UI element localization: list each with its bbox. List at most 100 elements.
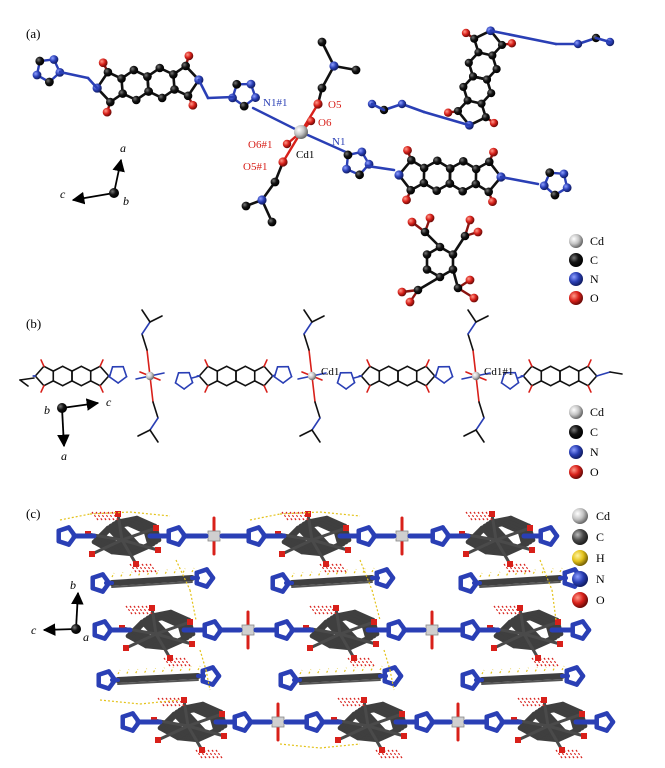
hydrogen-bond xyxy=(515,563,523,573)
hydrogen-bond xyxy=(103,511,111,521)
oxygen-stick xyxy=(579,711,585,717)
bond xyxy=(494,538,512,566)
bond xyxy=(489,29,558,46)
bond xyxy=(159,615,183,629)
oxygen-stick xyxy=(541,697,547,703)
bond xyxy=(349,611,373,625)
bond xyxy=(149,315,163,323)
bond xyxy=(345,381,356,390)
bond xyxy=(186,724,204,752)
bond xyxy=(522,632,562,646)
hydrogen-bond xyxy=(499,668,503,674)
hydrogen-bond xyxy=(547,657,555,667)
hydrogen-bond xyxy=(191,567,195,573)
bond xyxy=(122,365,128,378)
bond xyxy=(522,620,560,636)
bond xyxy=(380,701,404,715)
hydrogen-bond xyxy=(203,749,211,759)
hydrogen-bond xyxy=(375,749,383,759)
hydrogen-bond xyxy=(519,563,527,573)
hydrogen-bond xyxy=(353,568,357,574)
atom-label-b-cd1: Cd1 xyxy=(321,366,339,378)
atom-label-b-cd1-1: Cd1#1 xyxy=(484,366,513,378)
bond xyxy=(99,384,104,393)
atom-o xyxy=(443,108,453,117)
bond xyxy=(125,521,149,535)
hydrogen-bond xyxy=(163,657,171,667)
hydrogen-bond xyxy=(207,749,215,759)
hydrogen-bond xyxy=(387,749,395,759)
legend-o-label: O xyxy=(590,291,599,305)
bond xyxy=(235,380,247,387)
oxygen-stick xyxy=(581,733,587,739)
hydrogen-bond xyxy=(99,511,107,521)
oxygen-stick xyxy=(133,561,139,567)
bond xyxy=(251,106,303,134)
bond xyxy=(174,382,185,390)
bond xyxy=(186,724,226,738)
bond xyxy=(156,724,190,742)
hydrogen-bond xyxy=(563,749,571,759)
atom-o xyxy=(489,118,499,128)
bond xyxy=(111,581,193,588)
bond xyxy=(568,365,580,372)
atom-label-cd1: Cd1 xyxy=(296,149,314,161)
hydrogen-bond xyxy=(341,697,349,707)
hydrogen-bond xyxy=(129,563,137,573)
hydrogen-bond xyxy=(188,666,192,671)
bond xyxy=(557,703,581,717)
hydrogen-bond xyxy=(550,568,554,573)
atom-c xyxy=(232,79,242,89)
bond xyxy=(291,581,373,588)
atom-c xyxy=(488,51,497,60)
bond xyxy=(392,665,404,679)
bond xyxy=(280,538,314,556)
atom-c xyxy=(267,217,277,227)
oxygen-stick xyxy=(149,605,155,611)
hydrogen-bond xyxy=(179,657,187,667)
hydrogen-bond xyxy=(95,511,103,521)
hydrogen-bond xyxy=(339,563,347,573)
oxygen-stick xyxy=(361,697,367,703)
atom-o xyxy=(465,275,475,285)
hydrogen-bond xyxy=(335,569,339,575)
bond xyxy=(216,365,228,372)
bond xyxy=(499,629,523,645)
atom-c xyxy=(343,150,353,160)
atom-c xyxy=(458,156,468,166)
hydrogen-bond xyxy=(539,559,553,591)
hydrogen-bond xyxy=(165,697,173,707)
bond xyxy=(479,673,565,683)
bond xyxy=(522,365,533,377)
atom-c xyxy=(484,187,493,197)
bond xyxy=(99,365,110,377)
hydrogen-bond xyxy=(327,563,335,573)
bond xyxy=(527,615,551,629)
hydrogen-bond xyxy=(117,669,121,675)
oxygen-stick xyxy=(219,711,225,717)
hydrogen-bond xyxy=(344,569,348,574)
atom-c xyxy=(351,65,361,75)
bond xyxy=(315,521,339,535)
hydrogen-bond xyxy=(279,511,321,515)
bond xyxy=(282,375,293,384)
hydrogen-bond xyxy=(195,749,203,759)
bond xyxy=(198,365,209,377)
atom-c xyxy=(420,227,430,237)
bond xyxy=(324,515,348,529)
oxygen-stick xyxy=(557,641,563,647)
atom-c xyxy=(355,170,364,180)
bond xyxy=(560,701,584,715)
bond xyxy=(263,384,268,393)
bond xyxy=(52,365,64,372)
bond xyxy=(463,429,477,437)
legend-c-n-ball xyxy=(572,571,588,587)
bond xyxy=(336,371,342,384)
atom-n xyxy=(342,164,351,174)
hydrogen-bond xyxy=(361,666,365,672)
atom-cd xyxy=(471,371,481,381)
bond xyxy=(287,365,293,378)
panel-b-chain xyxy=(19,309,623,443)
atom-n xyxy=(394,170,404,180)
